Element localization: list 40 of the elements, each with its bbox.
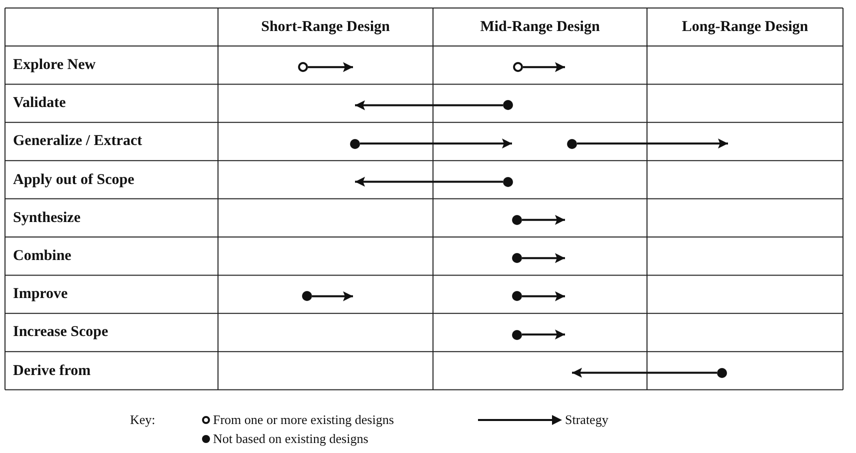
strategy-arrow xyxy=(355,100,503,110)
row-header: Generalize / Extract xyxy=(13,132,142,150)
row-header: Derive from xyxy=(13,362,91,380)
strategy-arrow xyxy=(522,253,565,264)
column-header: Long-Range Design xyxy=(680,18,810,36)
row-header: Synthesize xyxy=(13,208,80,227)
row-header: Explore New xyxy=(13,56,96,74)
strategy-arrow xyxy=(522,330,565,340)
strategy-arrow xyxy=(355,176,503,187)
row-header: Combine xyxy=(13,247,72,265)
filled-dot-marker xyxy=(302,291,312,302)
column-header: Mid-Range Design xyxy=(479,18,601,36)
legend-text: Strategy xyxy=(565,412,608,428)
strategy-arrow xyxy=(308,62,353,72)
row-header: Improve xyxy=(13,285,68,304)
filled-dot-marker xyxy=(567,138,577,148)
strategy-arrow xyxy=(572,368,717,378)
strategy-arrow xyxy=(360,138,512,148)
filled-dot-marker xyxy=(503,176,513,187)
row-header: Apply out of Scope xyxy=(13,170,134,189)
strategy-arrow xyxy=(522,291,565,302)
filled-dot-marker xyxy=(717,368,727,378)
filled-dot-marker xyxy=(512,330,522,340)
strategy-arrow xyxy=(523,62,565,72)
open-circle-marker xyxy=(298,62,308,72)
key-label: Key: xyxy=(130,412,156,428)
legend-text: From one or more existing designs xyxy=(213,412,394,428)
filled-dot-marker xyxy=(512,291,522,302)
strategy-arrow xyxy=(522,214,565,225)
strategy-arrow xyxy=(312,291,353,302)
filled-dot-marker xyxy=(350,138,360,148)
filled-dot-marker xyxy=(512,214,522,225)
strategy-arrow xyxy=(577,138,728,148)
filled-dot-marker xyxy=(503,100,513,110)
open-circle-marker xyxy=(513,62,523,72)
legend-text: Not based on existing designs xyxy=(213,431,368,447)
row-header: Increase Scope xyxy=(13,323,108,342)
row-header: Validate xyxy=(13,94,66,112)
filled-dot-marker xyxy=(512,253,522,264)
column-header: Short-Range Design xyxy=(260,18,391,36)
